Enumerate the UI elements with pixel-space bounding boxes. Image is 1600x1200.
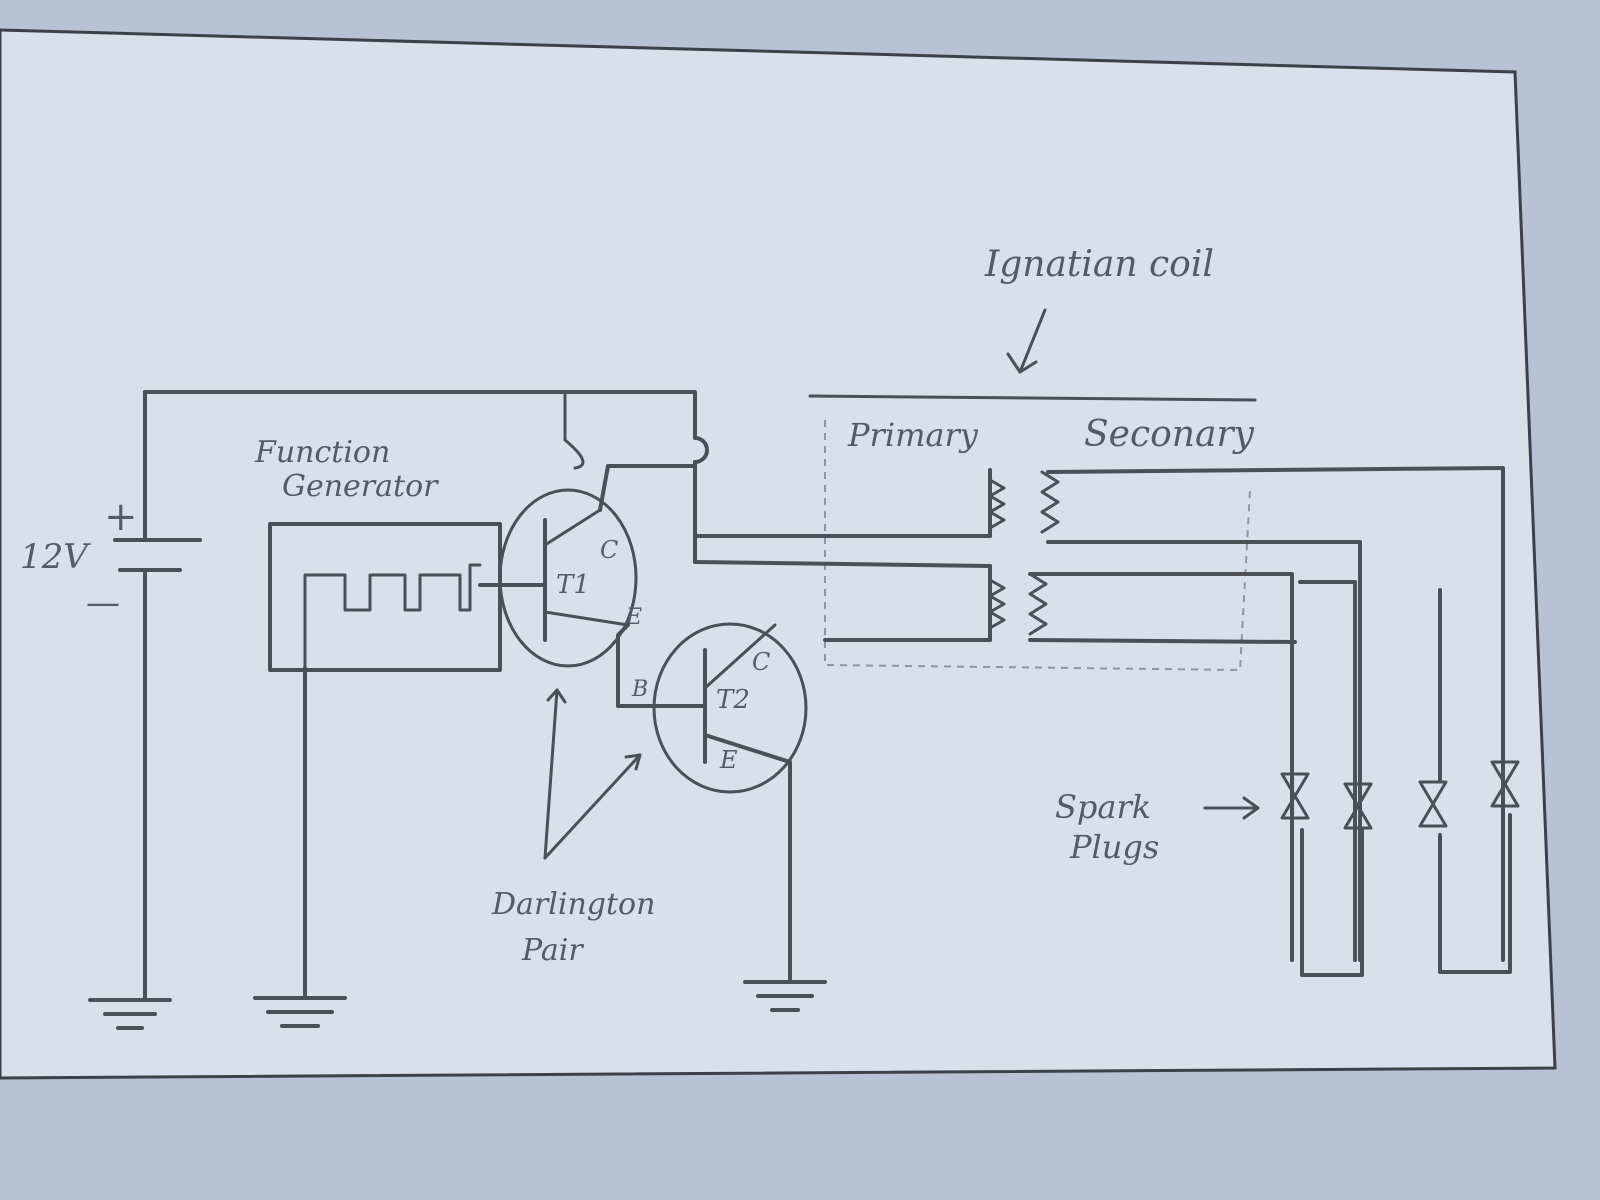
primary-winding-label: Primary xyxy=(847,416,979,454)
spark-plugs-label-line2: Plugs xyxy=(1069,828,1159,866)
transistor-t1-collector-label: C xyxy=(600,536,618,564)
function-generator-label-line1: Function xyxy=(254,435,390,470)
spark-plugs-label-line1: Spark xyxy=(1055,788,1151,826)
ignition-coil-arrow xyxy=(1006,308,1047,374)
spark-plug-2 xyxy=(1343,782,1373,830)
darlington-pair-label-line1: Darlington xyxy=(491,887,655,922)
ignition-coil-label: Ignatian coil xyxy=(984,244,1214,285)
spark-plug-ground-loops xyxy=(1300,588,1512,977)
transistor-t2-label: T2 xyxy=(716,685,750,715)
transistor-t2-emitter-label: E xyxy=(719,746,738,774)
battery-voltage-label: 12V xyxy=(20,537,91,577)
transistor-t2-base-label: B xyxy=(631,677,648,702)
square-wave-icon xyxy=(303,563,482,670)
transistor-t1-label: T1 xyxy=(556,570,590,600)
ground-symbol-battery xyxy=(88,998,172,1030)
battery-minus-sign: — xyxy=(86,583,120,623)
spark-plug-3 xyxy=(1418,780,1448,828)
transistor-t2-collector-label: C xyxy=(752,648,770,676)
spark-plug-4 xyxy=(1490,760,1520,808)
ground-symbol-generator xyxy=(253,996,347,1028)
function-generator-label-line2: Generator xyxy=(282,469,439,504)
darlington-pair-arrows xyxy=(543,688,642,860)
ground-symbol-t2 xyxy=(743,980,827,1012)
battery-12v xyxy=(113,390,202,1002)
paper-sheet xyxy=(0,28,1557,1080)
darlington-pair-label-line2: Pair xyxy=(521,933,584,968)
battery-plus-sign: + xyxy=(104,494,138,540)
secondary-winding-label: Seconary xyxy=(1084,414,1255,455)
ignition-coil xyxy=(693,394,1505,962)
t1-emitter-to-t2-base-wire xyxy=(616,623,707,708)
transistor-t2 xyxy=(652,622,808,984)
transistor-t1 xyxy=(478,464,697,668)
spark-plug-1 xyxy=(1280,772,1310,820)
spark-plugs-arrow xyxy=(1203,796,1260,820)
